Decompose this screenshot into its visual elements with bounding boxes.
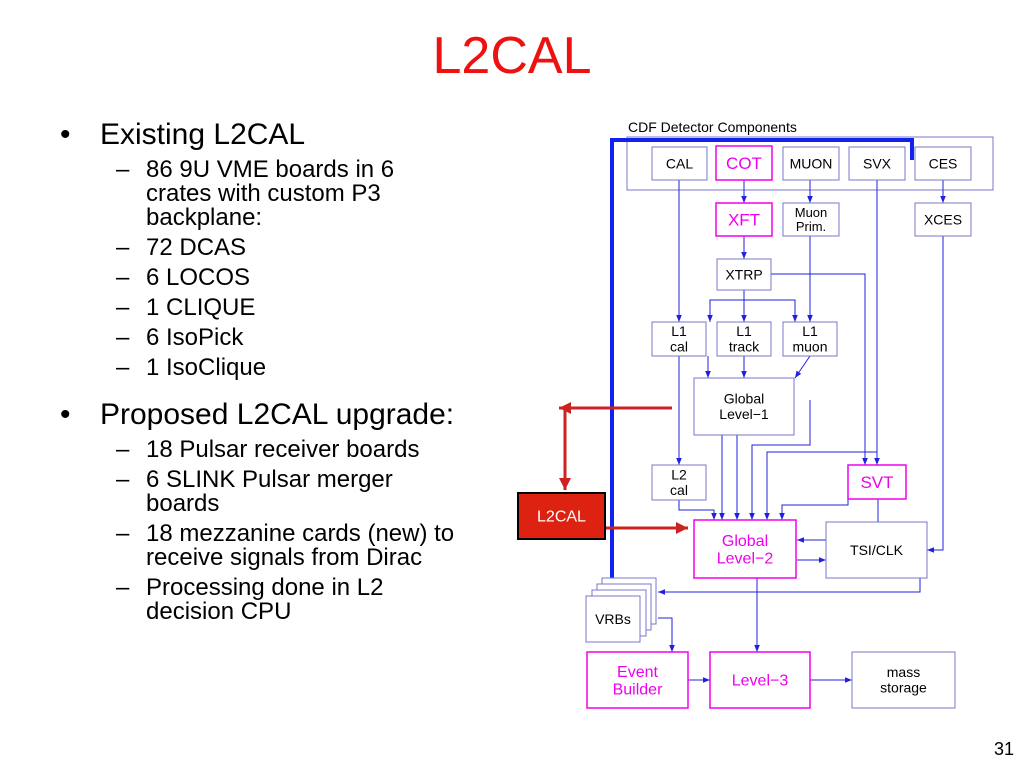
xtrp-to-svt-line [770,273,868,465]
tsi-clk-label: TSI/CLK [850,542,904,558]
l1-track-box [716,321,772,357]
svt-to-global2-line [779,484,849,520]
l2-cal-label: cal [670,482,688,498]
dash-marker: – [116,574,130,601]
l1-muon-label: L1 [802,323,818,339]
xces-box [914,202,972,237]
global-l1-box [693,377,795,436]
sub-bullet-item: –6 IsoPick [116,324,244,351]
dash-marker: – [116,156,130,183]
muon-to-global2-line [749,400,811,520]
tsi-clk-box [825,521,928,579]
vrbs-label: VRBs [595,611,631,627]
l1-cal-box [651,321,707,357]
dash-marker: – [116,294,130,321]
xft-label: XFT [728,210,760,229]
muon-prim-label: Muon [795,205,828,220]
vrbs-to-eventbuilder-line [658,617,675,652]
global-l2-box [693,519,797,579]
level3-label: Level−3 [732,673,789,690]
l2-cal-label: L2 [671,467,687,483]
svt-box [847,464,907,500]
dash-marker: – [116,264,130,291]
mass-storage-label: storage [880,680,927,696]
cot-label: COT [726,154,762,173]
xft-box [715,202,773,237]
detector-group-label: CDF Detector Components [628,119,797,135]
bullet-item: Existing L2CAL [60,118,530,152]
sub-bullet-item: –1 CLIQUE [116,294,256,321]
ces-label: CES [929,155,958,171]
bullet-item: Proposed L2CAL upgrade: [60,398,530,432]
slide-title: L2CAL [432,27,592,85]
sub-bullet-item: –1 IsoClique [116,354,267,381]
mass-storage-box [851,651,956,709]
dash-marker: – [116,354,130,381]
sub-bullet-item: –18 Pulsar receiver boards [116,436,420,463]
l1-track-label: L1 [736,323,752,339]
event-builder-box [586,651,689,709]
ces-box [914,146,972,181]
l1-cal-label: L1 [671,323,687,339]
cal-label: CAL [666,155,693,171]
xtrp-label: XTRP [725,266,762,282]
vrbs-box [585,595,641,643]
readout-bus-line [610,138,914,630]
muon-prim-label: Prim. [796,219,826,234]
global-l1-label: Global [724,391,764,407]
muon-box [782,146,840,181]
xtrp-to-l1muon-branch-line [744,299,798,322]
dash-marker: – [116,324,130,351]
xces-label: XCES [924,211,962,227]
svx-to-global2-line [764,451,877,520]
l1-muon-label: muon [792,339,827,355]
sub-bullet-item: –72 DCAS [116,234,247,261]
cot-box [715,145,773,181]
xtrp-box [716,258,772,291]
dash-marker: – [116,466,130,493]
event-builder-label: Builder [613,681,663,698]
svx-box [848,146,906,181]
l1-muon-box [782,321,838,357]
xtrp-to-l1cal-branch-line [707,299,744,322]
l1muon-to-global1-line [794,355,811,379]
global-l2-label: Global [722,533,768,550]
page-number: 31 [993,739,1014,759]
bullet-list: Existing L2CAL –86 9U VME boards in 6crat… [60,118,530,624]
tsi-to-vrbs-line [658,578,921,595]
l1-cal-label: cal [670,339,688,355]
l2cal-new-label: L2CAL [537,509,586,526]
xces-to-tsi-line [927,236,944,553]
global-l1-label: Level−1 [719,406,769,422]
dash-marker: – [116,234,130,261]
muon-prim-box [782,202,840,237]
svx-label: SVX [863,155,892,171]
l2cal-new-box [517,492,606,540]
dash-marker: – [116,436,130,463]
l2-cal-box [651,464,707,501]
muon-label: MUON [790,155,833,171]
dash-marker: – [116,520,130,547]
event-builder-label: Event [617,664,658,681]
svt-label: SVT [860,473,893,492]
mass-storage-label: mass [887,664,920,680]
l2cal-to-global2-line [678,500,717,520]
cal-box [651,146,708,181]
sub-bullet-item: –6 LOCOS [116,264,251,291]
global-l2-label: Level−2 [717,550,774,567]
l1-track-label: track [729,339,760,355]
level3-box [709,651,811,709]
